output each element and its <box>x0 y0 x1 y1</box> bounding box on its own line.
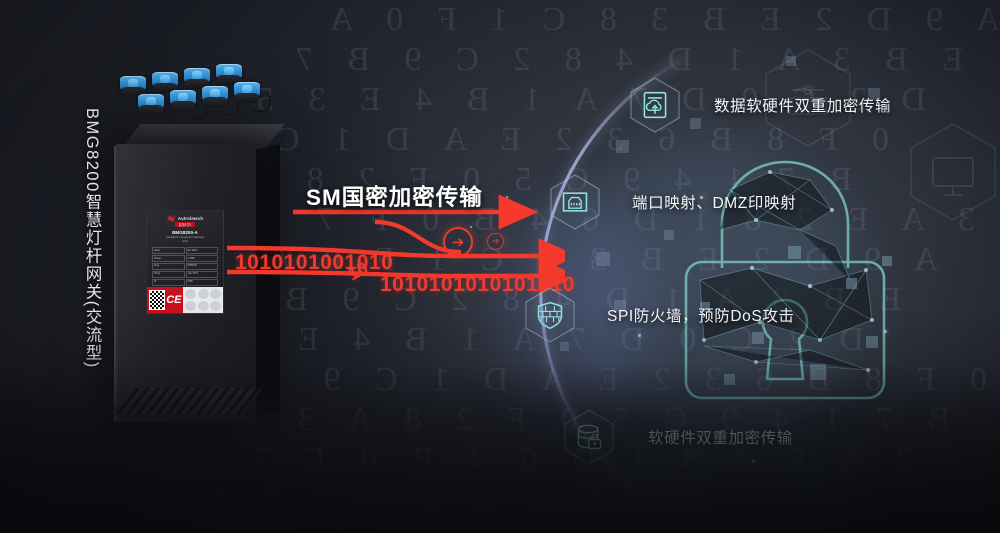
brand-name-cn: 智慧灯杆 <box>175 222 195 227</box>
decor-square <box>664 230 674 240</box>
arrow-right-circle-icon: ➔ <box>443 227 473 257</box>
ethernet-port-icon <box>548 173 602 231</box>
brand-logo: Autrolmech <box>152 215 218 222</box>
decor-square <box>786 56 796 66</box>
headline-text: SM国密加密传输 <box>306 185 483 210</box>
waterproof-connector <box>234 82 271 112</box>
feature-row-firewall[interactable]: SPI防火墙，预防DoS攻击 <box>523 286 795 344</box>
decor-square <box>616 140 629 153</box>
spec-cell: AC 220V <box>185 247 218 254</box>
feature-label: SPI防火墙，预防DoS攻击 <box>607 308 795 325</box>
label-bottom-strip: CE <box>147 287 223 313</box>
waterproof-connector <box>138 94 175 124</box>
ghost-hexagon-monitor <box>910 123 996 221</box>
hex-texture-line: A 9 D 2 E B 3 8 C 1 F 0 A <box>316 1 1000 38</box>
decor-square <box>596 252 610 266</box>
firewall-shield-icon <box>523 286 577 344</box>
brand-name: Autrolmech <box>177 216 204 221</box>
product-vertical-title: BMG8200智慧灯杆网关(交流型) <box>83 108 101 369</box>
spec-cell: Input <box>152 247 185 254</box>
feature-label: 端口映射、DMZ印映射 <box>632 195 797 212</box>
spec-cell: Temp <box>152 270 185 278</box>
model-subtitle-2: (AC) <box>182 239 188 243</box>
spec-cell: IP <box>152 278 185 286</box>
qr-code-icon <box>149 290 166 310</box>
waterproof-connector <box>170 90 207 120</box>
arrow-right-circle-icon-small: ➔ <box>487 233 504 250</box>
spec-cell: -40~75℃ <box>185 270 218 278</box>
waterproof-connector <box>202 86 239 116</box>
feature-row-port-mapping[interactable]: 端口映射、DMZ印映射 <box>548 173 796 231</box>
spec-cell: IP65 <box>185 278 218 286</box>
feature-row-data-encryption[interactable]: 数据软硬件双重加密传输 <box>628 76 891 134</box>
brand-mark-icon <box>166 215 176 222</box>
spec-cell: 50/60Hz <box>185 262 218 270</box>
product-spec-label: Autrolmech 智慧灯杆 BMG8200-A Intelligent La… <box>146 210 224 314</box>
spec-cell: ≤ 60W <box>185 254 218 262</box>
certification-marks <box>183 287 223 313</box>
qr-and-ce-block: CE <box>147 287 184 313</box>
decor-dot <box>884 330 887 333</box>
spec-cell: Freq <box>152 262 185 270</box>
ce-mark: CE <box>166 293 182 306</box>
feature-label: 数据软硬件双重加密传输 <box>714 98 892 115</box>
cloud-upload-document-icon <box>628 76 682 134</box>
spec-cell: Power <box>152 254 185 262</box>
floor-shadow <box>0 363 1000 533</box>
